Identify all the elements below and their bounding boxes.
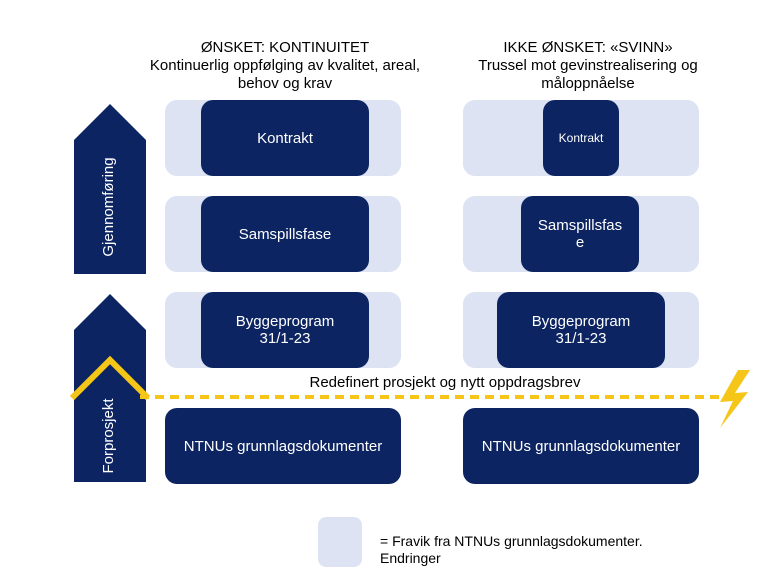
lightning-icon xyxy=(720,370,750,428)
divider-label: Redefinert prosjekt og nytt oppdragsbrev xyxy=(309,374,581,391)
redefinition-divider xyxy=(140,370,750,428)
right-box-byggeprogram: Byggeprogram 31/1-23 xyxy=(497,292,665,368)
right-box-samspillsfase: Samspillsfas e xyxy=(521,196,639,272)
phase-arrows xyxy=(70,104,150,482)
left-column-title: ØNSKET: KONTINUITET xyxy=(200,39,370,56)
forprosjekt-chevron xyxy=(70,355,150,401)
right-column-heading: IKKE ØNSKET: «SVINN» Trussel mot gevinst… xyxy=(448,39,728,93)
left-box-kontrakt: Kontrakt xyxy=(201,100,369,176)
gjennomforing-arrow xyxy=(74,104,146,274)
right-box-kontrakt: Kontrakt xyxy=(543,100,619,176)
left-column-subtitle: Kontinuerlig oppfølging av kvalitet, are… xyxy=(149,57,421,92)
legend-swatch xyxy=(318,517,362,567)
left-column-heading: ØNSKET: KONTINUITET Kontinuerlig oppfølg… xyxy=(140,39,430,93)
right-box-grunnlagsdokumenter: NTNUs grunnlagsdokumenter xyxy=(463,408,699,484)
forprosjekt-arrow xyxy=(74,294,146,482)
right-column-subtitle: Trussel mot gevinstrealisering og målopp… xyxy=(478,57,698,92)
legend-text: = Fravik fra NTNUs grunnlagsdokumenter. … xyxy=(380,533,643,566)
left-box-grunnlagsdokumenter: NTNUs grunnlagsdokumenter xyxy=(165,408,401,484)
left-box-samspillsfase: Samspillsfase xyxy=(201,196,369,272)
phase-label-gjennomforing: Gjennomføring xyxy=(100,157,117,257)
right-column-title: IKKE ØNSKET: «SVINN» xyxy=(503,39,673,56)
left-box-byggeprogram: Byggeprogram 31/1-23 xyxy=(201,292,369,368)
